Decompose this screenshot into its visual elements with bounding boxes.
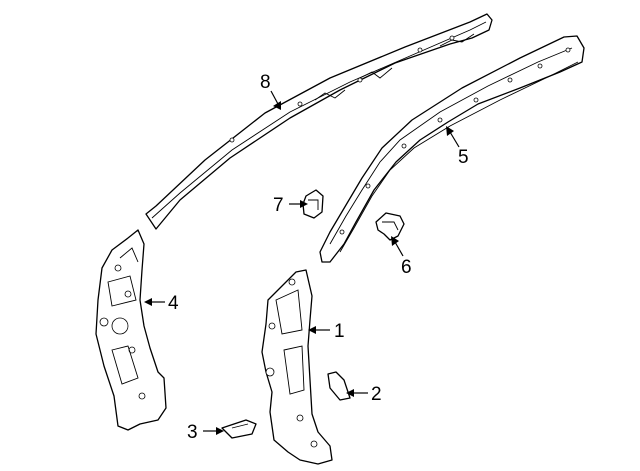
callout-2-leader: [346, 389, 368, 397]
part-1-center-pillar: [261, 269, 333, 465]
part-3-plate: [221, 419, 257, 439]
part-5-pillar-rail: [319, 35, 585, 263]
part-6-bracket: [375, 212, 405, 241]
callout-2-label: 2: [371, 384, 382, 405]
callout-1-label: 1: [334, 321, 345, 342]
callout-6-leader: [391, 236, 404, 257]
part-2-plate: [327, 371, 351, 401]
part-8-roof-rail: [145, 13, 493, 230]
callout-6-label: 6: [401, 257, 412, 278]
callout-7-label: 7: [273, 195, 284, 216]
callout-4-label: 4: [168, 293, 179, 314]
callout-5-label: 5: [458, 147, 469, 168]
callout-4-leader: [144, 298, 165, 306]
callout-3-leader: [203, 427, 224, 435]
callout-8-leader: [270, 90, 281, 110]
callout-8-label: 8: [260, 72, 271, 93]
part-4-lower-pillar: [95, 229, 167, 431]
callout-5-leader: [446, 126, 460, 148]
callout-7-leader: [289, 200, 308, 208]
callout-1-leader: [308, 326, 330, 334]
callout-3-label: 3: [187, 422, 198, 443]
